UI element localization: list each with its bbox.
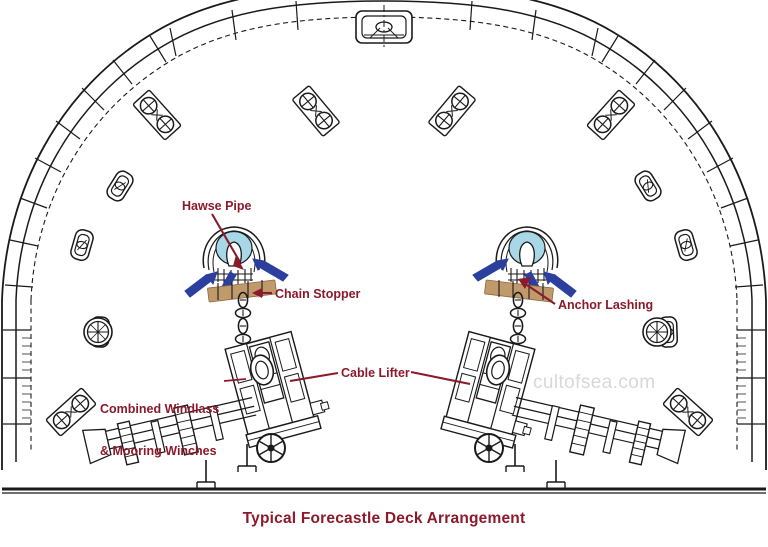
watermark: cultofsea.com <box>533 372 656 393</box>
label-combined-windlass-line2: & Mooring Winches <box>100 444 217 458</box>
warping-drum-stbd-outer <box>628 420 652 466</box>
double-bollard-stbd-mid <box>586 89 636 141</box>
double-bollard-stbd-fwd <box>427 84 477 138</box>
warping-drum-port-inner <box>172 404 200 456</box>
chain-stopper-port <box>207 279 277 303</box>
double-bollard-port-fwd <box>291 84 341 138</box>
shaft-bearing-port-a <box>150 419 166 455</box>
handwheel-starboard <box>474 433 504 463</box>
shaft-end-cone-stbd <box>656 428 687 465</box>
label-anchor-lashing: Anchor Lashing <box>558 298 654 312</box>
mooring-chock-stbd-mid <box>672 227 700 263</box>
bulwark-outline <box>1 0 767 470</box>
label-cable-lifter: Cable Lifter <box>341 366 410 380</box>
bulwark-frame-segments-port <box>3 0 299 425</box>
double-bollard-port-aft <box>45 387 97 437</box>
mooring-chock-stbd-fwd <box>631 167 665 205</box>
double-bollard-port-mid <box>132 89 182 141</box>
leader-lines <box>211 213 556 386</box>
bow-center-chock <box>355 5 413 49</box>
cable-lifter-port <box>249 354 275 386</box>
label-combined-windlass-line1: Combined Windlass <box>100 402 220 416</box>
deck-stand-port-b <box>237 443 257 473</box>
capstan-port <box>83 317 113 347</box>
deck-aft-edge <box>2 487 766 494</box>
leader-cable-lifter-right <box>410 370 471 386</box>
mooring-chock-port-fwd <box>103 167 137 205</box>
mooring-chock-port-mid <box>68 227 96 263</box>
leader-anchor-lashing <box>523 282 556 305</box>
label-hawse-pipe: Hawse Pipe <box>182 199 252 213</box>
windlass-port <box>222 326 335 449</box>
double-bollard-stbd-aft <box>662 387 714 437</box>
handwheel-port <box>256 433 286 463</box>
warping-drum-stbd-inner <box>568 404 596 456</box>
label-combined-windlass: Combined Windlass & Mooring Winches <box>100 374 219 486</box>
diagram-title: Typical Forecastle Deck Arrangement <box>242 510 526 527</box>
deck-stand-stbd-b <box>505 443 525 473</box>
capstan-starboard <box>642 317 672 347</box>
leader-cable-lifter-left <box>289 371 339 383</box>
label-chain-stopper: Chain Stopper <box>275 287 361 301</box>
leader-windlass <box>223 378 247 382</box>
shaft-end-cone-port <box>81 428 112 465</box>
shaft-bearing-port-b <box>208 404 224 442</box>
deck-edge-hatching <box>22 329 746 419</box>
warping-drum-port-outer <box>116 420 140 466</box>
chain-stopper-starboard <box>484 279 554 303</box>
shaft-bearing-stbd-b <box>544 404 560 442</box>
shaft-bearing-stbd-a <box>602 419 618 455</box>
leader-hawse-pipe <box>211 213 241 263</box>
cable-lifter-starboard <box>485 354 511 386</box>
deck-stand-stbd-a <box>546 459 566 489</box>
